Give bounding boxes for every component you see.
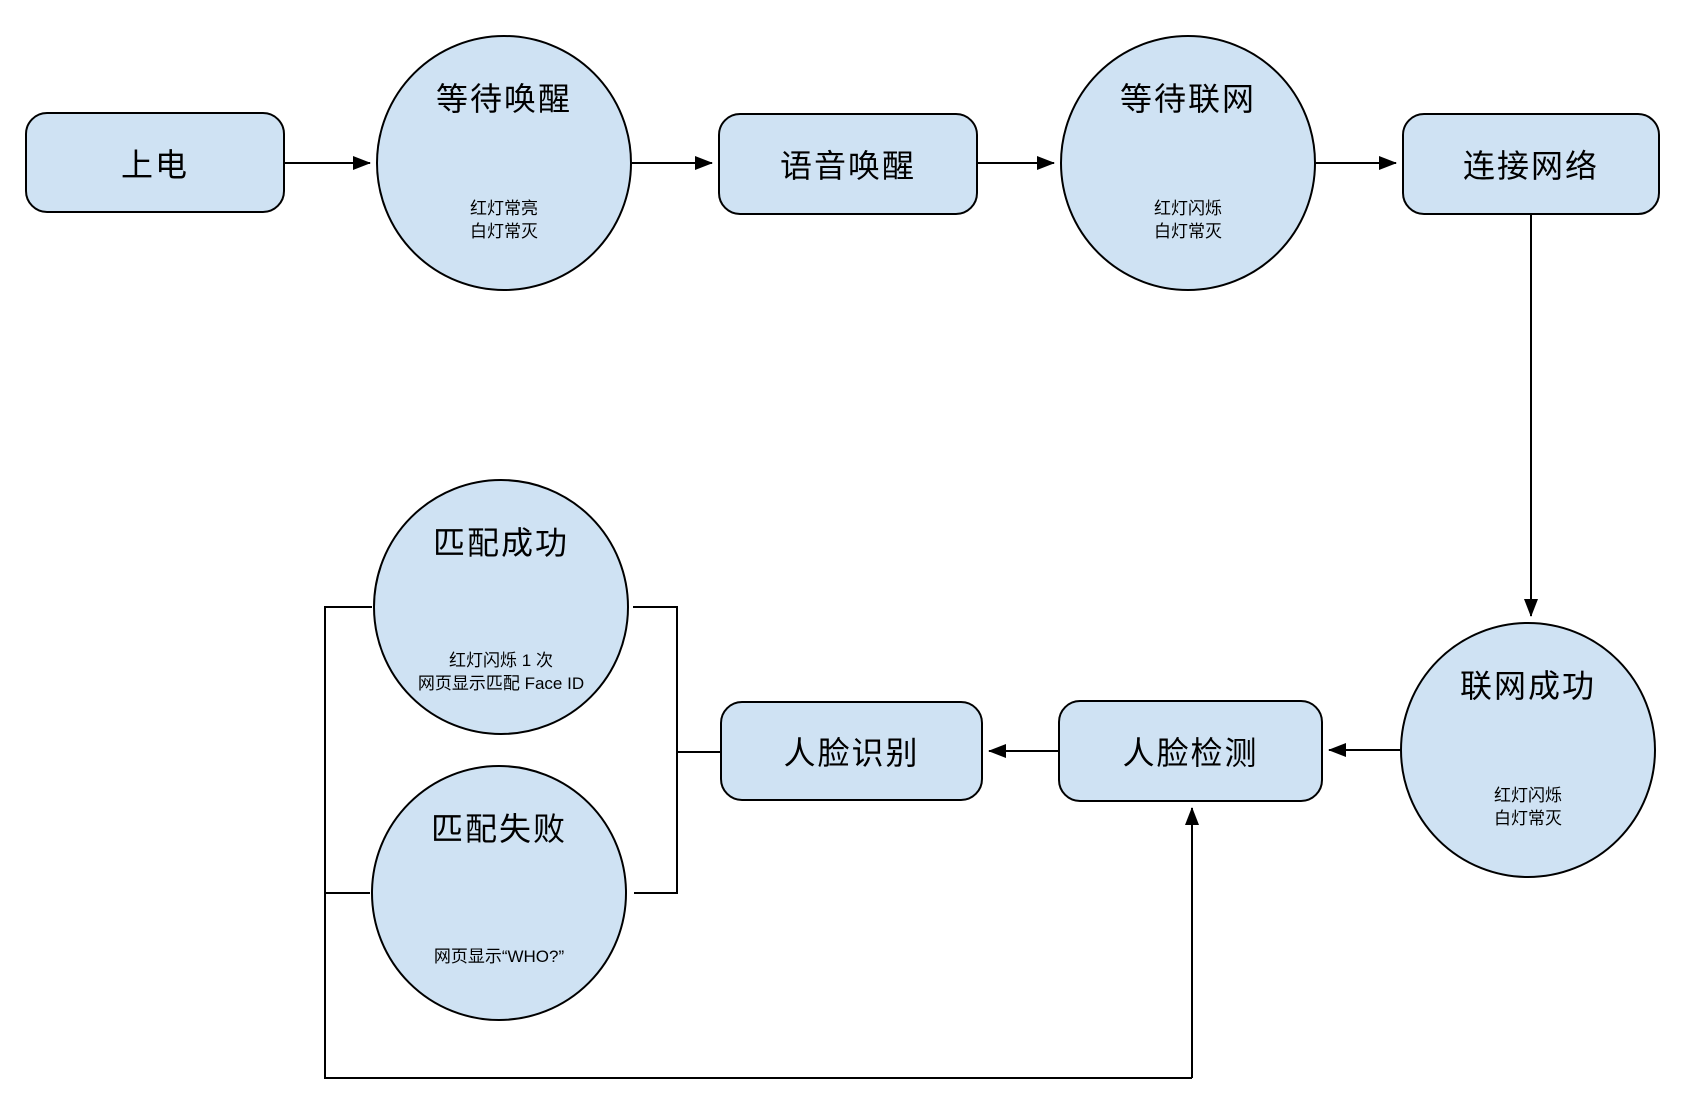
- node-wait-wake-status: 红灯常亮 白灯常灭: [378, 197, 630, 243]
- edge-branch-vertical: [633, 606, 678, 894]
- status-line: 红灯闪烁: [1154, 199, 1222, 218]
- node-face-detect-label: 人脸检测: [1122, 735, 1259, 771]
- node-match-success-status: 红灯闪烁 1 次 网页显示匹配 Face ID: [375, 649, 627, 695]
- node-match-success-label: 匹配成功: [432, 525, 569, 561]
- node-wait-network-status: 红灯闪烁 白灯常灭: [1062, 197, 1314, 243]
- node-network-success-status: 红灯闪烁 白灯常灭: [1402, 784, 1654, 830]
- node-face-recognize: 人脸识别: [720, 701, 983, 801]
- node-match-fail-label: 匹配失败: [430, 811, 567, 847]
- node-face-recognize-label: 人脸识别: [783, 735, 920, 771]
- node-face-detect: 人脸检测: [1058, 700, 1323, 802]
- status-line: 白灯常灭: [1154, 222, 1222, 241]
- node-wait-network: 等待联网 红灯闪烁 白灯常灭: [1060, 35, 1316, 291]
- status-line: 白灯常灭: [1494, 809, 1562, 828]
- status-line: 网页显示匹配 Face ID: [417, 674, 585, 693]
- node-voice-wake: 语音唤醒: [718, 113, 978, 215]
- node-wait-wake-label: 等待唤醒: [435, 81, 572, 117]
- node-voice-wake-label: 语音唤醒: [779, 148, 916, 184]
- node-power-on-label: 上电: [120, 146, 189, 183]
- node-power-on: 上电: [25, 112, 285, 213]
- node-match-fail-status: 网页显示“WHO?”: [373, 945, 625, 968]
- node-wait-network-label: 等待联网: [1119, 81, 1256, 117]
- status-line: 红灯常亮: [470, 199, 538, 218]
- status-line: 白灯常灭: [470, 222, 538, 241]
- node-connect-network: 连接网络: [1402, 113, 1660, 215]
- node-connect-network-label: 连接网络: [1462, 148, 1599, 184]
- status-line: 红灯闪烁 1 次: [449, 651, 553, 670]
- node-wait-wake: 等待唤醒 红灯常亮 白灯常灭: [376, 35, 632, 291]
- edge-loop-left-bottom: [324, 606, 1192, 1079]
- node-match-fail: 匹配失败 网页显示“WHO?”: [371, 765, 627, 1021]
- status-line: 网页显示“WHO?”: [433, 947, 565, 966]
- node-network-success: 联网成功 红灯闪烁 白灯常灭: [1400, 622, 1656, 878]
- node-network-success-label: 联网成功: [1459, 668, 1596, 704]
- status-line: 红灯闪烁: [1494, 786, 1562, 805]
- node-match-success: 匹配成功 红灯闪烁 1 次 网页显示匹配 Face ID: [373, 479, 629, 735]
